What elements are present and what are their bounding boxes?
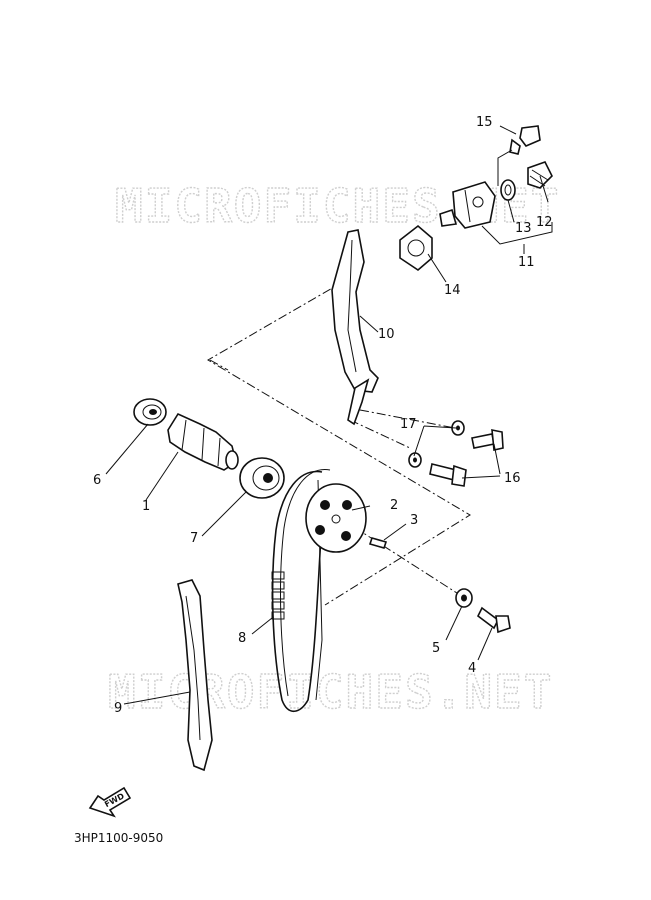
guide-bolt-16-lower (429, 463, 467, 487)
callout-4: 4 (468, 661, 476, 676)
callout-6: 6 (93, 473, 101, 488)
callout-15: 15 (476, 115, 493, 130)
bearing-7 (239, 457, 285, 499)
cam-sprocket-2 (305, 483, 367, 553)
callout-3: 3 (410, 513, 418, 528)
callout-5: 5 (432, 641, 440, 656)
sprocket-bolt-4 (476, 606, 511, 634)
callout-7: 7 (190, 531, 198, 546)
cam-chain-tensioner (439, 181, 496, 229)
washer-5 (455, 588, 473, 608)
callout-13: 13 (515, 221, 532, 236)
tensioner-gasket-14 (399, 224, 433, 272)
washer-17-lower (408, 452, 422, 468)
bearing-6 (133, 398, 167, 426)
chain-guide-10 (331, 229, 379, 426)
leader-lines (105, 125, 553, 705)
callout-11: 11 (518, 255, 535, 270)
callout-16: 16 (504, 471, 521, 486)
chain-guide-9 (177, 579, 213, 772)
callout-8: 8 (238, 631, 246, 646)
forward-arrow-icon: FWD (88, 786, 132, 818)
tensioner-cap-bolt (527, 161, 553, 189)
callout-2: 2 (390, 498, 398, 513)
callout-9: 9 (114, 701, 122, 716)
dowel-pin-3 (368, 537, 388, 549)
callout-10: 10 (378, 327, 395, 342)
watermark-bottom: MICROFICHES.NET (108, 665, 553, 719)
tensioner-gasket (500, 179, 516, 201)
tensioner-bolt-15 (509, 125, 541, 155)
camshaft-1 (167, 412, 239, 471)
callout-labels: 1 2 3 4 5 6 7 8 9 10 11 12 13 14 15 16 1… (93, 115, 553, 716)
callout-17: 17 (400, 417, 417, 432)
callout-14: 14 (444, 283, 461, 298)
callout-1: 1 (142, 499, 150, 514)
callout-12: 12 (536, 215, 553, 230)
guide-bolt-16-upper (471, 429, 504, 451)
diagram-code: 3HP1100-9050 (74, 831, 163, 845)
